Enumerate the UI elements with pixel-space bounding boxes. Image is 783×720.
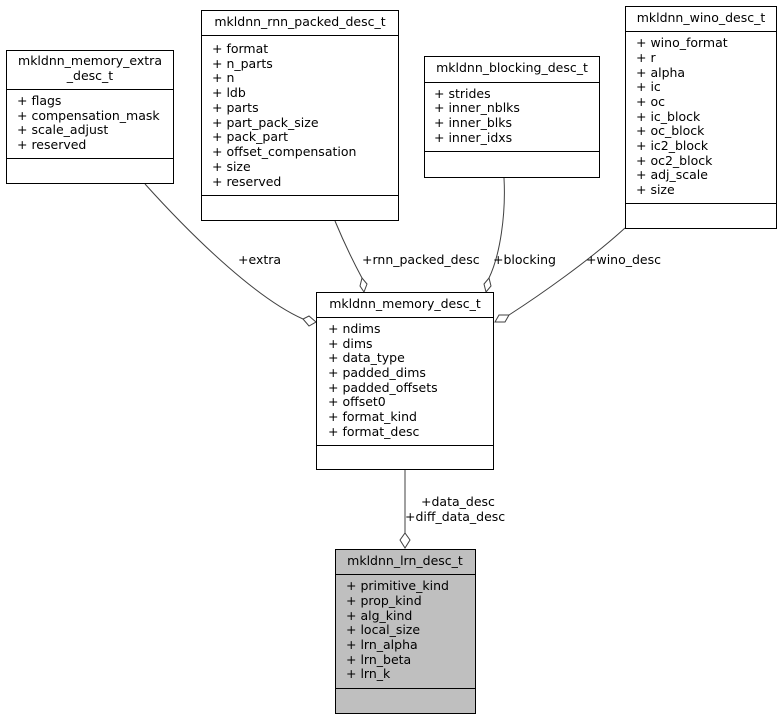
member: + data_type bbox=[328, 350, 405, 365]
aggregation-diamond bbox=[302, 315, 317, 327]
member: + oc_block bbox=[636, 123, 705, 138]
member: + r bbox=[636, 50, 656, 65]
class-box-memory-desc[interactable]: mkldnn_memory_desc_t + ndims + dims + da… bbox=[316, 292, 494, 470]
member: + ndims bbox=[328, 321, 380, 336]
member: + n_parts bbox=[212, 56, 273, 71]
class-box-memory-extra-desc[interactable]: mkldnn_memory_extra _desc_t + flags + co… bbox=[6, 50, 174, 184]
class-title: mkldnn_rnn_packed_desc_t bbox=[214, 14, 385, 29]
member: + ldb bbox=[212, 85, 246, 100]
member: + alpha bbox=[636, 65, 685, 80]
class-title: mkldnn_blocking_desc_t bbox=[436, 60, 588, 75]
class-box-wino-desc[interactable]: mkldnn_wino_desc_t + wino_format + r + a… bbox=[625, 6, 777, 229]
class-title: _desc_t bbox=[66, 68, 114, 83]
member: + pack_part bbox=[212, 129, 288, 144]
edge-wino-desc: +wino_desc bbox=[494, 227, 661, 323]
edge-label-blocking: +blocking bbox=[493, 252, 556, 267]
member: + offset0 bbox=[328, 394, 386, 409]
member: + inner_blks bbox=[434, 115, 512, 130]
member: + n bbox=[212, 70, 234, 85]
edge-extra: +extra bbox=[144, 183, 317, 327]
member: + ic bbox=[636, 79, 661, 94]
class-title: mkldnn_wino_desc_t bbox=[637, 10, 766, 25]
member: + format bbox=[212, 41, 268, 56]
member: + reserved bbox=[212, 174, 281, 189]
member: + padded_dims bbox=[328, 365, 426, 380]
member: + lrn_beta bbox=[346, 652, 411, 667]
member: + format_desc bbox=[328, 424, 420, 439]
aggregation-diamond bbox=[399, 532, 411, 549]
member: + size bbox=[636, 182, 675, 197]
member: + inner_idxs bbox=[434, 130, 512, 145]
member: + lrn_alpha bbox=[346, 637, 418, 652]
member: + alg_kind bbox=[346, 608, 412, 623]
member: + prop_kind bbox=[346, 593, 422, 608]
member: + format_kind bbox=[328, 409, 417, 424]
member: + flags bbox=[17, 93, 61, 108]
edge-label-wino-desc: +wino_desc bbox=[586, 252, 661, 267]
member: + adj_scale bbox=[636, 167, 708, 182]
member: + part_pack_size bbox=[212, 115, 319, 130]
aggregation-diamond bbox=[359, 276, 368, 294]
member: + ic_block bbox=[636, 109, 701, 124]
edge-label-extra: +extra bbox=[238, 252, 281, 267]
class-title: mkldnn_memory_desc_t bbox=[329, 296, 481, 311]
member: + dims bbox=[328, 336, 373, 351]
class-box-rnn-packed-desc[interactable]: mkldnn_rnn_packed_desc_t + format + n_pa… bbox=[201, 10, 399, 221]
class-box-blocking-desc[interactable]: mkldnn_blocking_desc_t + strides + inner… bbox=[424, 56, 600, 178]
member: + ic2_block bbox=[636, 138, 709, 153]
edge-data-desc: +data_desc +diff_data_desc bbox=[399, 470, 505, 549]
member: + oc bbox=[636, 94, 665, 109]
member: + local_size bbox=[346, 622, 420, 637]
member: + inner_nblks bbox=[434, 100, 520, 115]
edge-label-diff-data-desc: +diff_data_desc bbox=[405, 509, 505, 524]
member: + scale_adjust bbox=[17, 122, 108, 137]
member: + strides bbox=[434, 86, 491, 101]
edge-label-rnn-packed-desc: +rnn_packed_desc bbox=[362, 252, 480, 267]
member: + offset_compensation bbox=[212, 144, 356, 159]
edge-label-data-desc: +data_desc bbox=[421, 494, 495, 509]
aggregation-diamond bbox=[494, 314, 510, 323]
edge-rnn-packed-desc: +rnn_packed_desc bbox=[334, 220, 480, 294]
member: + reserved bbox=[17, 137, 86, 152]
member: + primitive_kind bbox=[346, 578, 449, 593]
member: + oc2_block bbox=[636, 153, 713, 168]
member: + wino_format bbox=[636, 35, 728, 50]
member: + parts bbox=[212, 100, 259, 115]
member: + padded_offsets bbox=[328, 380, 438, 395]
class-title: mkldnn_memory_extra bbox=[18, 53, 162, 68]
class-title: mkldnn_lrn_desc_t bbox=[347, 553, 463, 568]
class-box-lrn-desc[interactable]: mkldnn_lrn_desc_t + primitive_kind + pro… bbox=[335, 549, 476, 714]
member: + compensation_mask bbox=[17, 108, 160, 123]
member: + lrn_k bbox=[346, 666, 391, 681]
aggregation-diamond bbox=[483, 276, 492, 294]
edge-blocking: +blocking bbox=[483, 177, 556, 294]
member: + size bbox=[212, 159, 251, 174]
